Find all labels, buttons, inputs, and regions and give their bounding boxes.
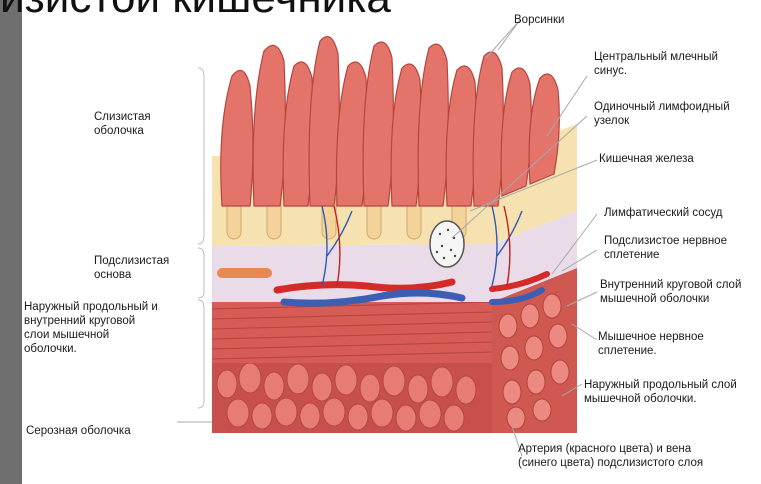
label-intestinal-gland: Кишечная железа [599,152,694,166]
circular-muscle-layer [212,301,492,363]
lymph-vessel-shape [217,268,272,278]
intestine-wall-diagram: Ворсинки Центральный млечный синус. Один… [22,6,761,484]
label-central-lacteal: Центральный млечный синус. [594,50,718,78]
label-serosa: Серозная оболочка [26,424,131,438]
label-lymphoid-nodule: Одиночный лимфоидный узелок [594,100,730,128]
label-lymph-vessel: Лимфатический сосуд [604,206,723,220]
label-mucosa: Слизистая оболочка [94,110,151,138]
label-outer-longitudinal: Наружный продольный слой мышечной оболоч… [584,378,737,406]
slide-title: изистой кишечника [0,0,761,22]
lymphoid-nodule-shape [430,221,464,267]
label-submucosa: Подслизистая основа [94,254,169,282]
slide-left-strip [0,0,22,484]
villi-group [221,37,560,206]
label-muscle-layers: Наружный продольный и внутренний кругово… [24,300,158,356]
label-artery-vein: Артерия (красного цвета) и вена (синего … [518,442,703,470]
label-submucosal-plexus: Подслизистое нервное сплетение [604,234,727,262]
layer-brackets [198,68,204,408]
label-muscular-plexus: Мышечное нервное сплетение. [598,330,704,358]
label-inner-circular: Внутренний круговой слой мышечной оболоч… [600,278,741,306]
